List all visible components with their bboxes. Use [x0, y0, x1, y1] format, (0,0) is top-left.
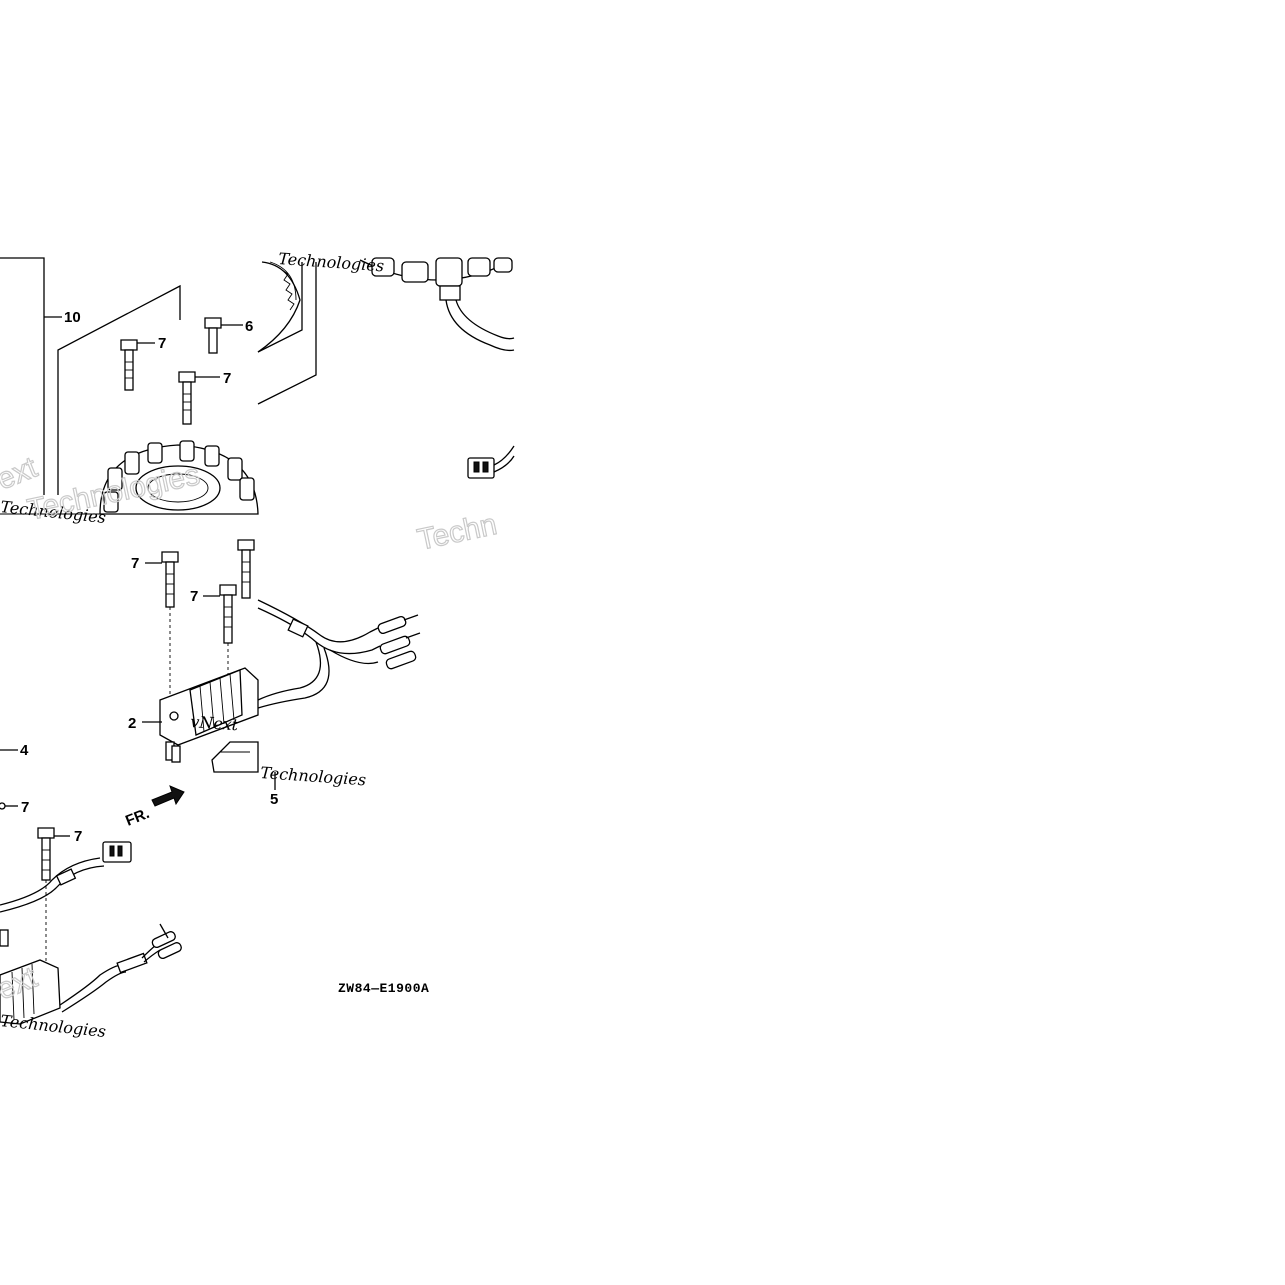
- bolt-mid-b: [237, 539, 255, 599]
- bolt-upper-left: [120, 339, 155, 391]
- watermark-text: Techn: [415, 508, 500, 557]
- callout-4: 4: [20, 742, 29, 759]
- callout-2: 2: [128, 715, 136, 732]
- callout-7: 7: [131, 555, 139, 572]
- bolt-mid-a: [145, 551, 179, 705]
- drawing-code: ZW84—E1900A: [338, 981, 429, 996]
- coil-base: [211, 741, 259, 773]
- coil-lower: [0, 929, 61, 1025]
- wire-connector: [467, 445, 515, 479]
- bolt-lower: [37, 827, 70, 965]
- callout-7: 7: [223, 370, 231, 387]
- wire-harness-lower: [0, 841, 182, 1013]
- watermark-text: vNext: [190, 712, 240, 734]
- callout-5: 5: [270, 791, 278, 808]
- rotor-coils: [359, 257, 515, 352]
- watermark-text: Technologies: [260, 763, 367, 789]
- callout-6: 6: [245, 318, 253, 335]
- callout-7: 7: [158, 335, 166, 352]
- callout-10: 10: [64, 309, 81, 326]
- watermark-text: Technologies: [0, 1011, 107, 1041]
- stator-assembly: [99, 440, 259, 515]
- bolt-short: [204, 317, 243, 354]
- callout-7: 7: [21, 799, 29, 816]
- wire-harness-mid: [257, 599, 421, 709]
- fr-label: FR.: [123, 805, 152, 830]
- watermark-layer: Technologies ext Technologies vNext Tech…: [0, 249, 500, 1041]
- callout-labels: 10 7 6 7 7 7 2 4 7 7 5: [20, 309, 278, 845]
- watermark-text: ext: [0, 451, 42, 497]
- bolt-middle: [178, 371, 220, 425]
- callout-7: 7: [74, 828, 82, 845]
- front-direction-arrow: FR.: [123, 785, 185, 830]
- callout-7: 7: [190, 588, 198, 605]
- watermark-text: Technologies: [278, 249, 385, 275]
- top-right-panel: [257, 261, 317, 405]
- ignition-coil: [142, 667, 259, 763]
